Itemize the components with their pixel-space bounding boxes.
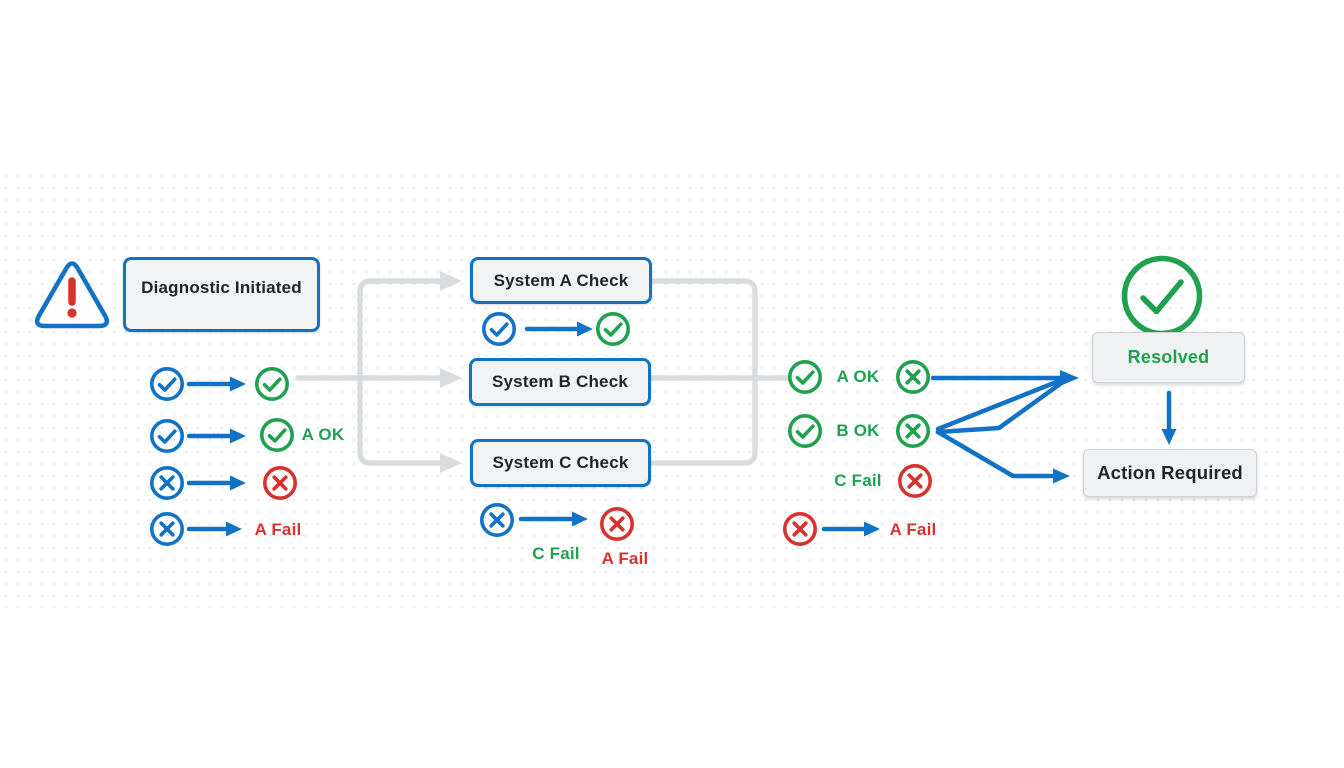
check-circle-icon — [150, 418, 184, 454]
success-check-circle-icon — [1125, 259, 1200, 334]
blue-arrowhead — [577, 321, 593, 337]
x-circle-icon — [150, 465, 184, 501]
x-circle-icon — [895, 359, 931, 395]
status-label-a-fail: A Fail — [254, 520, 302, 539]
x-circle-icon — [895, 413, 931, 449]
node-label: Action Required — [1097, 462, 1243, 483]
node-label: System C Check — [492, 453, 629, 472]
blue-connector-bok-to-action — [935, 429, 1056, 479]
gray-arrowhead-a — [440, 271, 462, 291]
x-circle-icon — [897, 463, 933, 499]
check-circle-icon — [787, 413, 823, 449]
blue-arrowhead-action — [1053, 468, 1070, 484]
node-diagnostic-initiated: Diagnostic Initiated — [123, 257, 320, 332]
blue-connector-bok-to-resolved-1 — [935, 378, 1062, 432]
check-circle-icon — [259, 417, 295, 453]
x-circle-icon — [479, 502, 515, 538]
gray-connector-merge — [649, 278, 758, 466]
gray-arrowhead-b — [440, 368, 462, 388]
blue-arrowhead — [230, 428, 246, 444]
blue-arrowhead — [864, 521, 880, 537]
status-label-c-fail: C Fail — [532, 544, 580, 563]
check-circle-icon — [150, 366, 184, 402]
status-label-b-ok: B OK — [836, 421, 880, 440]
node-label: Diagnostic Initiated — [141, 278, 302, 297]
blue-arrowhead — [230, 475, 246, 491]
blue-arrowhead — [572, 511, 588, 527]
node-resolved: Resolved — [1092, 332, 1245, 383]
x-circle-icon — [599, 506, 635, 542]
check-circle-icon — [787, 359, 823, 395]
status-label-a-ok: A OK — [301, 425, 345, 444]
node-system-a-check: System A Check — [470, 257, 652, 304]
x-circle-icon — [150, 511, 184, 547]
status-label-a-fail: A Fail — [601, 549, 649, 568]
check-circle-icon — [481, 311, 517, 347]
node-label: System A Check — [493, 270, 629, 290]
status-label-a-fail: A Fail — [889, 520, 937, 539]
blue-arrowhead — [226, 521, 242, 537]
node-label: Resolved — [1127, 347, 1210, 367]
node-system-b-check: System B Check — [469, 358, 651, 406]
check-circle-icon — [595, 311, 631, 347]
gray-arrowhead-c — [440, 453, 462, 473]
gray-connector-split — [357, 278, 374, 466]
node-label: System B Check — [491, 372, 629, 391]
x-circle-icon — [782, 511, 818, 547]
x-circle-icon — [262, 465, 298, 501]
blue-arrowhead — [230, 376, 246, 392]
blue-connector-bok-to-resolved-2 — [935, 381, 1063, 435]
node-action-required: Action Required — [1083, 449, 1257, 497]
status-label-a-ok: A OK — [836, 367, 880, 386]
blue-arrowhead-resolved — [1060, 370, 1079, 386]
status-label-c-fail: C Fail — [834, 471, 882, 490]
warning-triangle-icon — [34, 261, 110, 329]
node-system-c-check: System C Check — [470, 439, 651, 487]
blue-arrowhead-down — [1161, 429, 1177, 445]
check-circle-icon — [254, 366, 290, 402]
